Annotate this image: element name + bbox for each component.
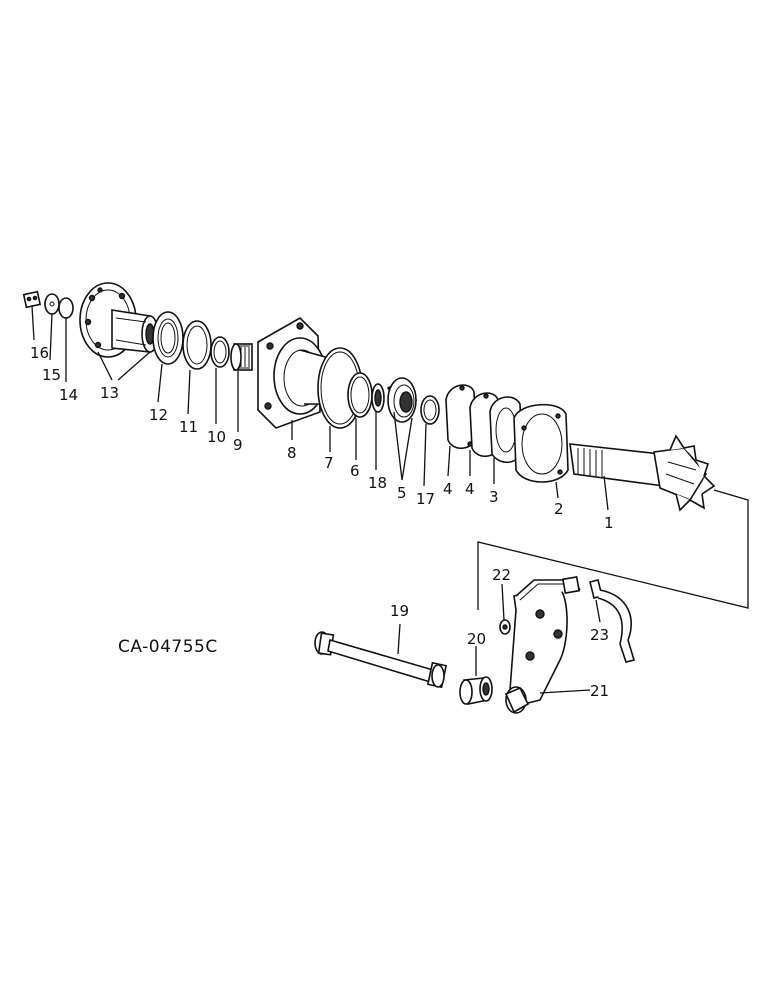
part-23-hose-fitting <box>561 575 636 663</box>
part-19-long-bolt <box>314 631 448 689</box>
part-2-bearing-cup <box>513 403 569 483</box>
callout-16: 16 <box>30 344 49 362</box>
part-9-needle-bearing <box>230 343 253 371</box>
callout-15: 15 <box>42 366 61 384</box>
callout-9: 9 <box>233 436 243 454</box>
part-10-snap-ring <box>210 336 230 368</box>
part-13-flange-yoke <box>79 282 159 358</box>
callout-4-b: 4 <box>465 480 475 498</box>
part-16-plate <box>22 290 42 309</box>
part-20-spacer <box>459 676 493 705</box>
part-22-washer <box>499 619 511 635</box>
drawing-code: CA-04755C <box>118 637 218 657</box>
callout-23: 23 <box>590 626 609 644</box>
callout-14: 14 <box>59 386 78 404</box>
callout-18: 18 <box>368 474 387 492</box>
callout-19: 19 <box>390 602 409 620</box>
callout-10: 10 <box>207 428 226 446</box>
callout-17: 17 <box>416 490 435 508</box>
callout-7: 7 <box>324 454 334 472</box>
part-12-seal <box>152 311 184 365</box>
callout-20: 20 <box>467 630 486 648</box>
assembly-link-lines <box>477 489 749 610</box>
callout-3: 3 <box>489 488 499 506</box>
part-17-bearing-cup <box>420 395 440 425</box>
part-14-washer <box>58 297 74 319</box>
callout-22: 22 <box>492 566 511 584</box>
callout-11: 11 <box>179 418 198 436</box>
part-11-ring <box>182 320 212 370</box>
callout-1: 1 <box>604 514 614 532</box>
callout-12: 12 <box>149 406 168 424</box>
callout-8: 8 <box>287 444 297 462</box>
callout-5: 5 <box>397 484 407 502</box>
callout-2: 2 <box>554 500 564 518</box>
part-1-pinion-shaft <box>569 434 716 512</box>
callout-4-a: 4 <box>443 480 453 498</box>
part-5-tapered-bearing <box>386 377 418 423</box>
callout-labels: 16 15 14 13 12 11 10 9 8 7 6 18 5 17 4 4… <box>30 344 614 700</box>
callout-6: 6 <box>350 462 360 480</box>
part-18-bearing-cone <box>371 383 385 413</box>
part-6-snap-ring <box>347 372 373 418</box>
part-21-bracket <box>504 579 581 714</box>
callout-21: 21 <box>590 682 609 700</box>
part-4-shim-a <box>445 384 477 450</box>
leader-lines <box>31 305 609 694</box>
part-15-washer <box>44 293 60 315</box>
callout-13: 13 <box>100 384 119 402</box>
